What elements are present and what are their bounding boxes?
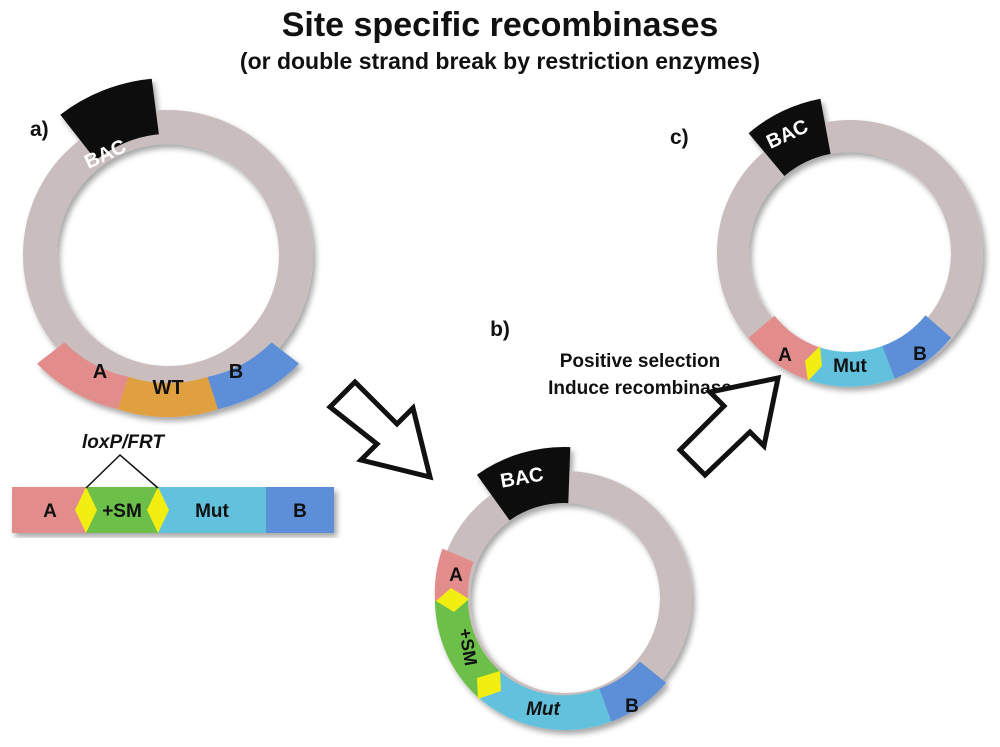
plasmid-a-bac-segment bbox=[60, 78, 159, 161]
plasmid-a-b-segment bbox=[207, 342, 299, 410]
diagram-title: Site specific recombinases bbox=[281, 6, 719, 44]
plasmid-b-a-segment bbox=[434, 548, 474, 601]
plasmid-a bbox=[23, 78, 313, 418]
plasmid-b-site-marker-1 bbox=[436, 588, 469, 612]
cassette-mut-label: Mut bbox=[195, 501, 229, 522]
plasmid-b-b-label: B bbox=[625, 696, 639, 717]
cassette-site-marker-1 bbox=[75, 487, 97, 533]
panel-c-label: c) bbox=[670, 126, 689, 149]
panel-b-step-positive-selection: Positive selection bbox=[559, 351, 721, 372]
plasmid-a-a-segment bbox=[37, 342, 129, 410]
plasmid-b-b-segment bbox=[599, 661, 667, 722]
cassette-sm-label: +SM bbox=[102, 501, 142, 522]
plasmid-a-wt-label: WT bbox=[152, 377, 183, 399]
panel-a-label: a) bbox=[30, 118, 49, 141]
diagram-subtitle: (or double strand break by restriction e… bbox=[239, 48, 761, 74]
cassette-b-label: B bbox=[293, 501, 307, 522]
plasmid-b bbox=[434, 446, 692, 731]
cassette-site-marker-2 bbox=[147, 487, 169, 533]
cassette-b-segment bbox=[266, 487, 334, 533]
panel-b-step-induce-recombinase: Induce recombinase bbox=[548, 378, 732, 399]
plasmid-a-a-label: A bbox=[93, 361, 107, 383]
plasmid-b-mut-segment bbox=[479, 672, 612, 731]
plasmid-c-b-segment bbox=[882, 315, 952, 379]
plasmid-a-wt-segment bbox=[118, 376, 218, 418]
plasmid-c-a-label: A bbox=[778, 345, 792, 366]
plasmid-b-sm-segment bbox=[435, 600, 502, 699]
plasmid-c bbox=[717, 98, 983, 387]
lox-frt-label: loxP/FRT bbox=[82, 432, 165, 453]
plasmid-c-bac-segment bbox=[748, 98, 831, 176]
plasmid-c-mut-label: Mut bbox=[833, 356, 867, 377]
targeting-cassette bbox=[12, 487, 334, 533]
plasmid-c-site-marker bbox=[805, 346, 822, 381]
plasmid-a-b-label: B bbox=[229, 361, 243, 383]
arrow-b-to-c-icon bbox=[676, 374, 782, 479]
plasmid-b-a-label: A bbox=[449, 565, 463, 586]
plasmid-b-site-marker-2 bbox=[477, 671, 501, 699]
site-label-pointer bbox=[85, 453, 159, 489]
plasmid-b-bac-segment bbox=[476, 446, 571, 521]
plasmid-b-mut-label: Mut bbox=[526, 699, 560, 720]
plasmid-c-mut-segment bbox=[808, 346, 895, 387]
panel-b-label: b) bbox=[490, 318, 510, 341]
arrow-a-to-b-icon bbox=[326, 378, 434, 481]
cassette-a-segment bbox=[12, 487, 86, 533]
cassette-mut-segment bbox=[158, 487, 266, 533]
plasmid-a-backbone bbox=[23, 110, 313, 400]
plasmid-c-b-label: B bbox=[913, 344, 927, 365]
plasmid-c-a-segment bbox=[748, 315, 819, 381]
cassette-a-label: A bbox=[43, 501, 57, 522]
cassette-sm-segment bbox=[86, 487, 158, 533]
